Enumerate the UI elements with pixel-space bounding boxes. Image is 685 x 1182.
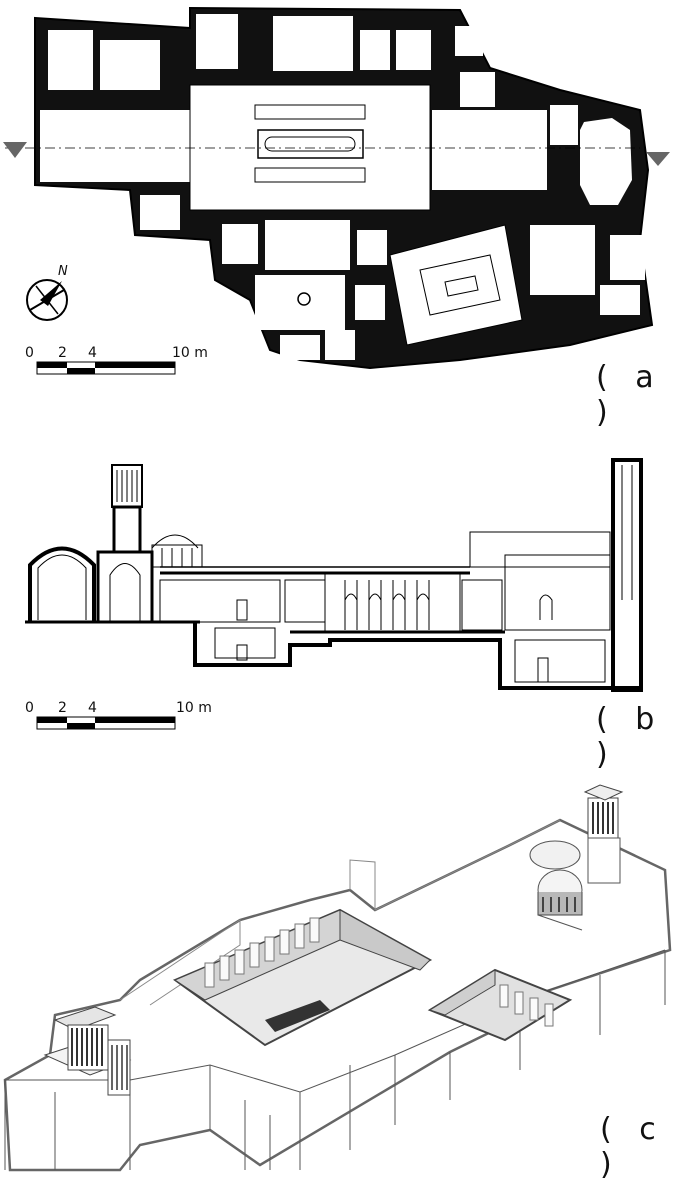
- panel-a-plan: N 0 2 4 10 m ( a ): [0, 0, 685, 430]
- panel-label-a: ( a ): [596, 360, 663, 430]
- north-label: N: [58, 264, 68, 279]
- panel-label-b: ( b ): [596, 702, 664, 772]
- windcatcher-left-icon: [43, 1006, 132, 1096]
- north-arrow-icon: N: [26, 264, 68, 321]
- scale-tick: 4: [88, 700, 97, 716]
- scale-end: 10 m: [172, 345, 208, 361]
- axonometric-drawing: [3, 784, 672, 1172]
- section-drawing: 0 2 4 10 m: [25, 458, 643, 730]
- windcatcher-right-icon: [583, 784, 624, 884]
- panel-label-c: ( c ): [600, 1112, 665, 1182]
- floor-plan-drawing: N 0 2 4 10 m: [3, 6, 670, 375]
- scale-tick: 0: [25, 700, 34, 716]
- scale-tick: 4: [88, 345, 97, 361]
- scale-bar-b: 0 2 4 10 m: [25, 700, 212, 730]
- section-marker-left-icon: [3, 142, 27, 158]
- scale-tick: 2: [58, 345, 67, 361]
- scale-end: 10 m: [176, 700, 212, 716]
- scale-tick: 0: [25, 345, 34, 361]
- panel-b-section: 0 2 4 10 m ( b ): [0, 440, 685, 772]
- dome-icon: [529, 840, 583, 931]
- panel-c-axonometric: ( c ): [0, 770, 685, 1182]
- scale-tick: 2: [58, 700, 67, 716]
- section-marker-right-icon: [646, 152, 670, 166]
- scale-bar-a: 0 2 4 10 m: [25, 345, 208, 375]
